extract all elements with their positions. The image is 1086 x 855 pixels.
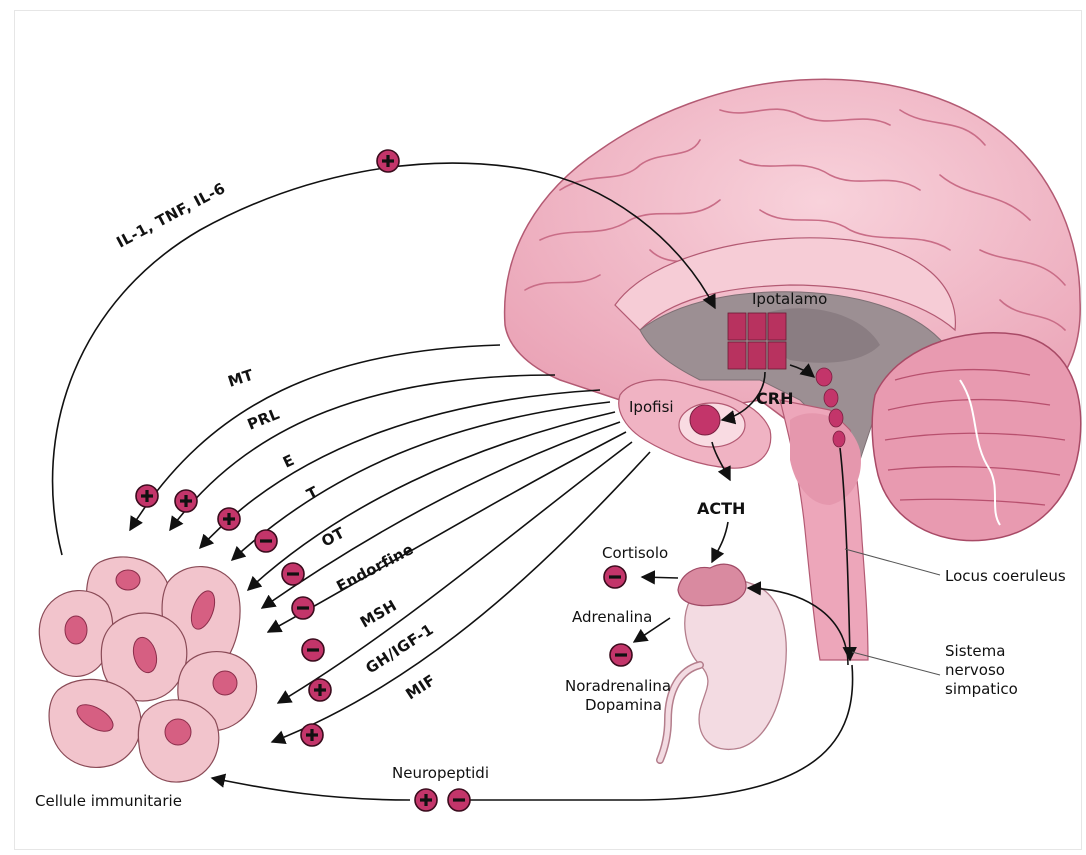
sign-badge-minus-icon xyxy=(282,563,304,585)
hormone-label-ot: OT xyxy=(318,523,348,550)
hormone-label-gh-igf-1: GH/IGF-1 xyxy=(362,620,436,677)
sympathetic-label-line1: Sistema xyxy=(945,642,1005,660)
cerebellum xyxy=(872,333,1081,541)
immune-cells-label: Cellule immunitarie xyxy=(35,792,182,810)
hormone-label-prl: PRL xyxy=(245,405,282,434)
immune-cell xyxy=(138,700,218,782)
hormone-label-mif: MIF xyxy=(402,671,438,703)
adrenaline-minus-icon xyxy=(610,644,632,666)
immune-cells xyxy=(39,557,256,782)
sign-badge-minus-icon xyxy=(302,639,324,661)
hormone-label-mt: MT xyxy=(226,366,257,391)
sign-badge-minus-icon xyxy=(292,597,314,619)
leader-sympathetic xyxy=(852,652,940,675)
sign-badge-plus-icon xyxy=(218,508,240,530)
sign-badge-plus-icon xyxy=(136,485,158,507)
cytokine-plus-icon xyxy=(377,150,399,172)
hormone-label-endorfine: Endorfine xyxy=(333,540,416,596)
kidney-adrenal xyxy=(660,564,786,760)
noradrenaline-label: Noradrenalina xyxy=(565,677,671,695)
acth-label: ACTH xyxy=(697,499,745,518)
cortisol-minus-icon xyxy=(604,566,626,588)
neuropeptides-label: Neuropeptidi xyxy=(392,764,489,782)
cortisol-label: Cortisolo xyxy=(602,544,668,562)
sign-badge-plus-icon xyxy=(309,679,331,701)
immune-cell xyxy=(49,679,141,767)
pituitary-gland xyxy=(690,405,720,435)
sign-badge-plus-icon xyxy=(301,724,323,746)
sign-badge-plus-icon xyxy=(175,490,197,512)
neuropeptide-plus-icon xyxy=(415,789,437,811)
sympathetic-label-line3: simpatico xyxy=(945,680,1018,698)
hormone-label-e: E xyxy=(280,451,297,472)
cytokines-label: IL-1, TNF, IL-6 xyxy=(113,179,228,252)
crh-label: CRH xyxy=(756,389,793,408)
sympathetic-label-line2: nervoso xyxy=(945,661,1005,679)
neuropeptide-minus-icon xyxy=(448,789,470,811)
sign-badge-minus-icon xyxy=(255,530,277,552)
locus-coeruleus-label: Locus coeruleus xyxy=(945,567,1066,585)
hormone-label-t: T xyxy=(304,483,322,504)
adrenal-gland xyxy=(678,564,746,605)
pituitary-label: Ipofisi xyxy=(629,398,674,416)
adrenaline-label: Adrenalina xyxy=(572,608,652,626)
hypothalamus-label: Ipotalamo xyxy=(752,290,827,308)
dopamine-label: Dopamina xyxy=(585,696,662,714)
